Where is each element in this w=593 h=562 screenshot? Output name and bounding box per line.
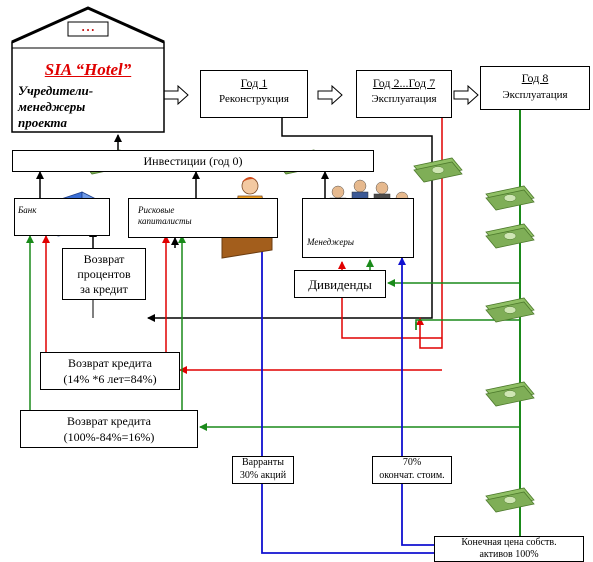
warrants-line2: 30% акций: [239, 470, 287, 481]
year-1-box: Год 1 Реконструкция: [200, 70, 308, 118]
credit-return-16-box: Возврат кредита (100%-84%=16%): [20, 410, 198, 448]
credit-return-84-line2: (14% *6 лет=84%): [63, 372, 157, 386]
house-subtitle-line2: менеджеры: [18, 99, 86, 114]
interest-return-line2: процентов: [77, 267, 131, 281]
hollow-arrow-house-y1: [163, 84, 189, 106]
venture-capitalists-box: [128, 198, 278, 238]
money-stack-icon: [485, 223, 535, 249]
year-2-7-box: Год 2...Год 7 Эксплуатация: [356, 70, 452, 118]
bank-box: [14, 198, 110, 236]
warrants-box: Варранты 30% акций: [232, 456, 294, 484]
money-stack-icon: [485, 381, 535, 407]
year-8-subtitle: Эксплуатация: [502, 89, 568, 101]
credit-return-16-line2: (100%-84%=16%): [63, 430, 155, 444]
warrants-line1: Варранты: [242, 457, 284, 468]
year-1-subtitle: Реконструкция: [219, 93, 289, 105]
interest-return-box: Возврат процентов за кредит: [62, 248, 146, 300]
interest-return-line3: за кредит: [80, 282, 128, 296]
bank-label: Банк: [18, 205, 37, 215]
final-value-line1: 70%: [402, 457, 422, 468]
end-price-line1: Конечная цена собств.: [461, 537, 557, 548]
hollow-arrow-y1-y27: [317, 84, 343, 106]
year-2-7-title: Год 2...Год 7: [372, 76, 436, 90]
house-shape: • • •: [11, 6, 165, 133]
investments-box: Инвестиции (год 0): [12, 150, 374, 172]
money-stack-icon: [413, 157, 463, 183]
money-stack-icon: [485, 297, 535, 323]
line-y1-interest: [147, 118, 433, 322]
credit-return-16-line1: Возврат кредита: [67, 414, 151, 428]
interest-return-line1: Возврат: [83, 252, 125, 266]
managers-box: [302, 198, 414, 258]
end-price-box: Конечная цена собств. активов 100%: [434, 536, 584, 562]
credit-return-84-line1: Возврат кредита: [68, 356, 152, 370]
house-subtitle-line3: проекта: [18, 115, 68, 130]
end-price-line2: активов 100%: [479, 549, 539, 560]
house-title: SIA “Hotel”: [44, 60, 132, 79]
money-stack-icon: [485, 487, 535, 513]
dividends-label: Дивиденды: [308, 277, 372, 292]
house-subtitle-line1: Учредители-: [18, 83, 94, 98]
investments-label: Инвестиции (год 0): [143, 154, 243, 168]
year-8-title: Год 8: [521, 71, 549, 85]
credit-return-84-box: Возврат кредита (14% *6 лет=84%): [40, 352, 180, 390]
money-stack-icon: [485, 185, 535, 211]
managers-label: Менеджеры: [307, 237, 354, 247]
venture-label-line1: Рисковые: [138, 205, 175, 215]
hollow-arrow-y27-y8: [453, 84, 479, 106]
year-2-7-subtitle: Эксплуатация: [371, 93, 437, 105]
final-value-line2: окончат. стоим.: [379, 470, 445, 481]
venture-label-line2: капиталисты: [138, 216, 192, 226]
svg-text:• • •: • • •: [82, 26, 95, 35]
final-value-box: 70% окончат. стоим.: [372, 456, 452, 484]
year-1-title: Год 1: [240, 76, 268, 90]
dividends-box: Дивиденды: [294, 270, 386, 298]
year-8-box: Год 8 Эксплуатация: [480, 66, 590, 110]
